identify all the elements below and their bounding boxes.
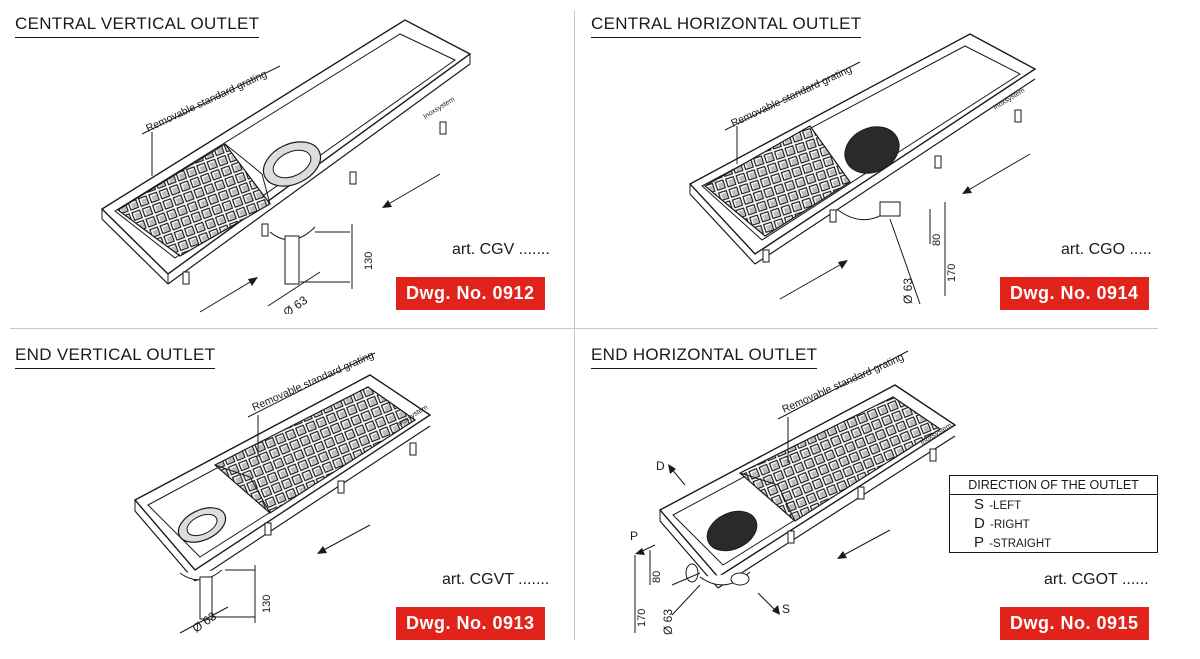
- dim-diameter: Ø 63: [901, 278, 915, 304]
- legend-label: -STRAIGHT: [989, 538, 1052, 550]
- legend-label: -RIGHT: [990, 519, 1030, 531]
- panel-title-end-horizontal: END HORIZONTAL OUTLET: [591, 345, 818, 369]
- grating: [213, 386, 417, 514]
- dim-diameter: Ø 63: [281, 293, 311, 314]
- panel-title-central-horizontal: CENTRAL HORIZONTAL OUTLET: [591, 14, 862, 38]
- drawing-number: Dwg. No. 0914: [1000, 277, 1149, 310]
- legend-header: DIRECTION OF THE OUTLET: [950, 476, 1157, 495]
- drawing-end-vertical: Removable standard grating Inoxsystem 13…: [133, 349, 432, 635]
- outlet-direction-legend: DIRECTION OF THE OUTLET S -LEFT D -RIGHT…: [949, 475, 1158, 553]
- dim-diameter: Ø 63: [661, 609, 675, 635]
- drawing-number: Dwg. No. 0913: [396, 607, 545, 640]
- drawing-central-horizontal: Removable standard grating Inoxsystem Ø …: [688, 33, 1037, 305]
- dim-170: 170: [946, 264, 958, 282]
- legend-key: S: [974, 496, 985, 513]
- drawing-end-horizontal: Removable standard grating Inoxsystem D …: [630, 350, 957, 635]
- grating: [738, 396, 942, 522]
- drawing-number: Dwg. No. 0915: [1000, 607, 1149, 640]
- article-code: art. CGV .......: [452, 241, 550, 258]
- dim-diameter: Ø 63: [190, 609, 220, 635]
- legend-row: D -RIGHT: [950, 514, 1157, 533]
- legend-row: P -STRAIGHT: [950, 533, 1157, 552]
- article-code: art. CGVT .......: [442, 571, 550, 588]
- outlet-basket: [706, 510, 758, 552]
- legend-row: S -LEFT: [950, 495, 1157, 514]
- direction-s-label: S: [782, 602, 790, 616]
- dim-height: 130: [363, 252, 375, 270]
- dim-height: 130: [261, 595, 273, 613]
- legend-key: D: [974, 515, 985, 532]
- article-code: art. CGO .....: [1061, 241, 1152, 258]
- dim-80: 80: [931, 234, 943, 246]
- article-code: art. CGOT ......: [1044, 571, 1149, 588]
- vertical-separator: [574, 10, 575, 640]
- outlet-basket: [844, 126, 900, 174]
- legend-key: P: [974, 534, 985, 551]
- drawing-number: Dwg. No. 0912: [396, 277, 545, 310]
- drawing-central-vertical: Removable standard grating Inoxsystem 13…: [100, 19, 472, 314]
- direction-d-label: D: [656, 459, 665, 473]
- panel-title-central-vertical: CENTRAL VERTICAL OUTLET: [15, 14, 260, 38]
- grating: [703, 125, 851, 237]
- panel-title-end-vertical: END VERTICAL OUTLET: [15, 345, 216, 369]
- horizontal-separator: [10, 328, 1158, 329]
- dim-170: 170: [636, 609, 648, 627]
- dim-80: 80: [651, 571, 663, 583]
- brand-label: Inoxsystem: [422, 96, 456, 121]
- legend-label: -LEFT: [989, 500, 1022, 512]
- direction-p-label: P: [630, 529, 638, 543]
